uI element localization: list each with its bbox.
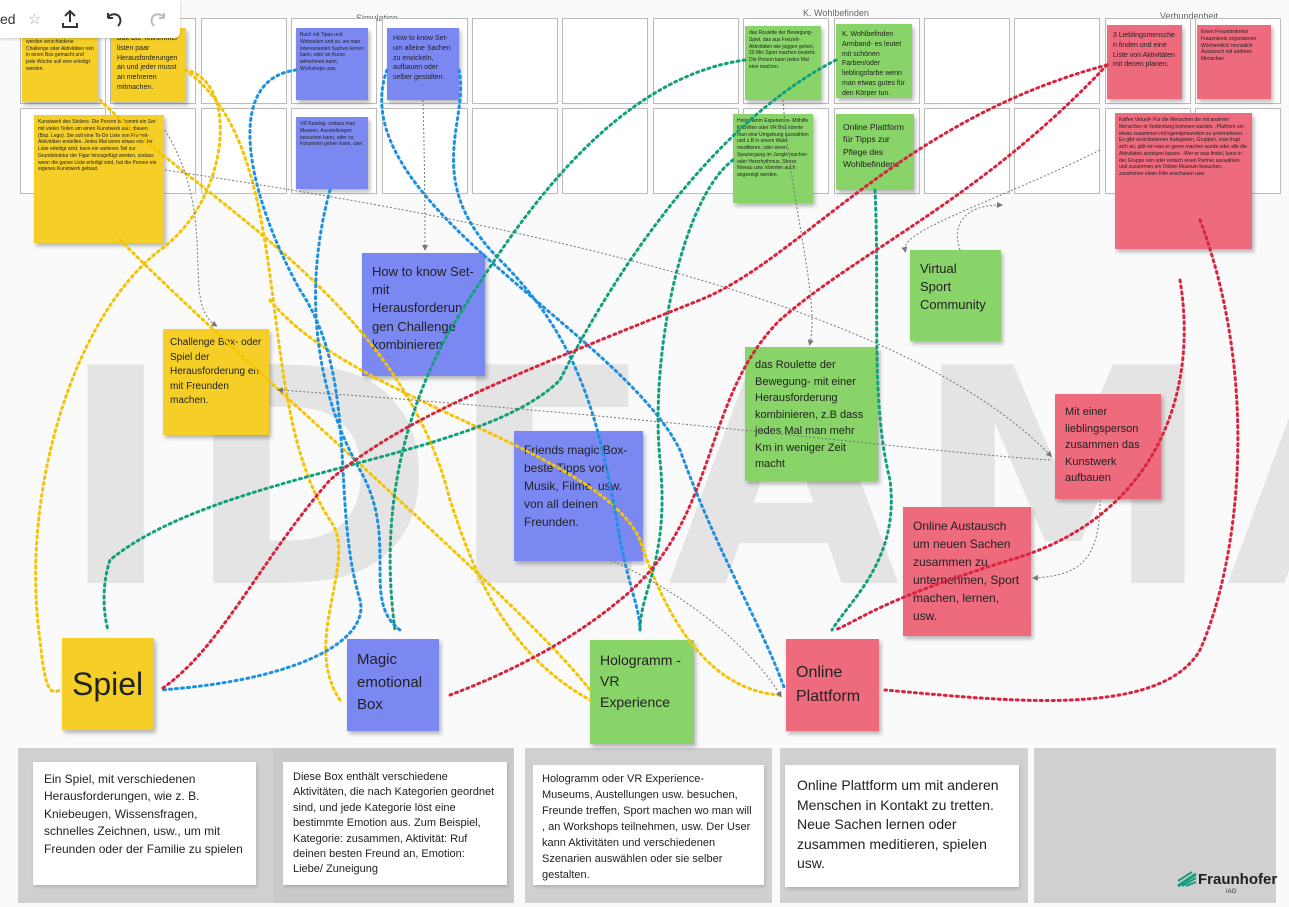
grid-cell [472, 18, 558, 104]
description-online-plattform: Online Plattform um mit anderen Menschen… [785, 765, 1019, 887]
star-icon[interactable]: ☆ [27, 11, 42, 28]
fraunhofer-sub: IAO [1226, 889, 1237, 895]
section-label-wohlbefinden: K. Wohlbefinden [803, 8, 869, 18]
fraunhofer-name: Fraunhofer [1198, 870, 1278, 888]
grid-cell [472, 108, 558, 194]
sticky-box-teilnehmer[interactable]: Box Die Teilnehmer listen paar Herausfor… [111, 28, 186, 102]
redo-icon[interactable] [136, 0, 180, 38]
sticky-main-spiel[interactable]: Spiel [62, 638, 154, 730]
sticky-online-tipps[interactable]: Online Plattform für Tipps zur Pflege de… [836, 114, 914, 190]
sticky-main-magic-box[interactable]: Magic emotional Box [347, 639, 439, 731]
sticky-online-austausch[interactable]: Online Austausch um neuen Sachen zusamme… [903, 507, 1031, 636]
undo-icon[interactable] [92, 0, 136, 38]
sticky-freundeskreis[interactable]: Einen Freundeskreis/ Frauenkreis organis… [1197, 25, 1271, 99]
grid-cell [924, 18, 1010, 104]
section-label-verbundenheit: Verbundenheit [1160, 11, 1219, 21]
sticky-lieblingsmenschen[interactable]: 3 Lieblingsmensche n finden und eine Lis… [1107, 25, 1182, 99]
sticky-challenge-box-small[interactable]: Challenge Box Monatlich werden verschied… [22, 28, 98, 102]
sticky-buch-tipps[interactable]: Buch mit Tipps und Webseiten und so, wo … [296, 28, 368, 100]
sticky-kunstwerk-stolz[interactable]: Kunstwerk des Stolzes- Die Person bekomm… [34, 115, 164, 243]
grid-cell [1014, 18, 1101, 104]
sticky-vr-katalog[interactable]: VR Katalog- sodass man Museen, Ausstellu… [296, 117, 368, 189]
grid-cell [652, 18, 739, 104]
sticky-roulette-challenge[interactable]: das Roulette der Bewegung- mit einer Her… [745, 347, 878, 481]
sticky-kaffee-virtuell[interactable]: Kaffee Virtuell- Für die Menschen die mi… [1115, 113, 1252, 249]
sticky-roulette-small[interactable]: das Roulette der Bewegung- Spiel, das au… [745, 26, 821, 100]
sticky-how-to-know-small[interactable]: How to know Set- um alleine Sachen zu er… [387, 28, 459, 100]
sticky-friends-magic-box[interactable]: Friends magic Box- beste Tipps von Musik… [514, 431, 643, 561]
grid-cell [381, 108, 468, 194]
sticky-how-to-know-combined[interactable]: How to know Set- mit Herausforderun gen … [362, 253, 485, 376]
sticky-virtual-sport[interactable]: Virtual Sport Community [910, 250, 1001, 341]
sticky-hologramm-small[interactable]: Hologramm Experience- Mithilfe KI Brille… [733, 114, 813, 203]
upload-icon[interactable] [48, 0, 92, 38]
grid-cell [652, 108, 739, 194]
board-title-partial[interactable]: ed [0, 11, 16, 27]
sticky-challenge-box-friends[interactable]: Challenge Box- oder Spiel der Herausford… [163, 329, 269, 435]
sticky-kunstwerk-lieblingsperson[interactable]: Mit einer lieblingsperson zusammen das K… [1055, 394, 1161, 499]
grid-cell [562, 108, 649, 194]
description-magic-box: Diese Box enthält verschiedene Aktivität… [283, 762, 507, 885]
grid-cell [562, 18, 649, 104]
grid-cell [1014, 108, 1101, 194]
description-hologramm: Hologramm oder VR Experience- Museums, A… [533, 765, 764, 885]
fraunhofer-mark-icon [1177, 871, 1197, 888]
top-toolbar: ed ☆ [0, 0, 180, 38]
sticky-armband[interactable]: K. Wohlbefinden Armband- es leutet mit s… [836, 24, 912, 98]
grid-cell [924, 108, 1010, 194]
fraunhofer-logo: Fraunhofer IAO [1176, 870, 1278, 895]
sticky-main-hologramm[interactable]: Hologramm - VR Experience [590, 640, 694, 744]
description-spiel: Ein Spiel, mit verschiedenen Herausforde… [33, 762, 256, 885]
grid-cell [200, 108, 287, 194]
panel-empty [1034, 748, 1276, 903]
sticky-main-online[interactable]: Online Plattform [786, 639, 879, 731]
grid-cell [200, 18, 287, 104]
